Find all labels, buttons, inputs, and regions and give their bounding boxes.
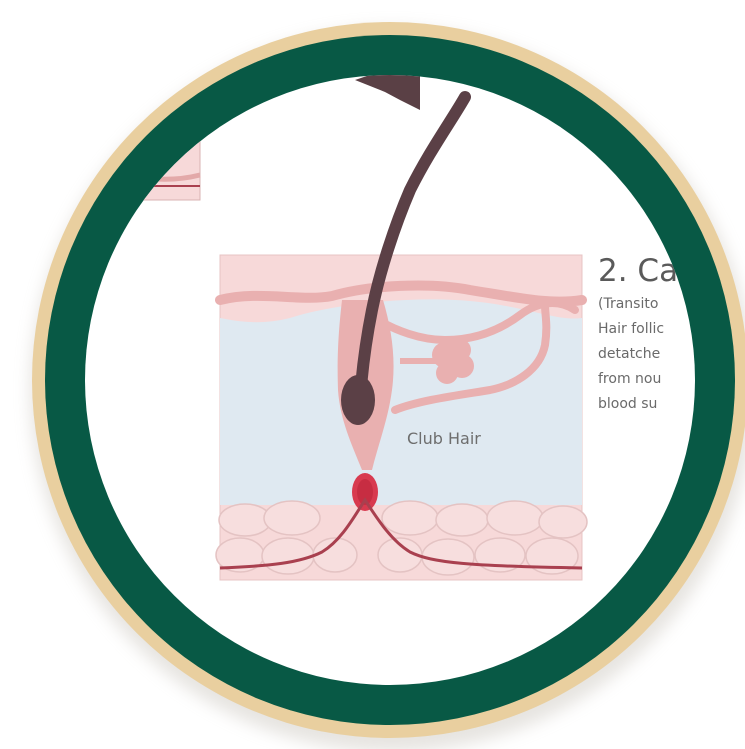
club-hair-bulb <box>341 375 375 425</box>
description-line-2: Hair follic <box>598 321 664 337</box>
club-hair-label: Club Hair <box>407 429 481 448</box>
description-line-1: (Transito <box>598 296 658 312</box>
description-line-4: from nou <box>598 371 661 387</box>
description-line-5: blood su <box>598 396 657 412</box>
description-line-3: detatche <box>598 346 660 362</box>
